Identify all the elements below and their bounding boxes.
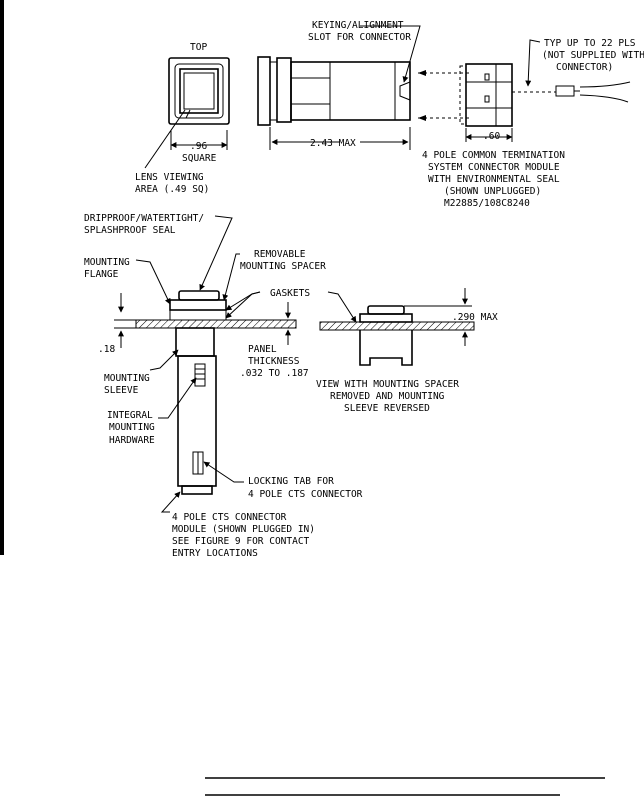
label-ctm-2: SYSTEM CONNECTOR MODULE — [428, 162, 560, 173]
label-removable-1: REMOVABLE — [254, 249, 306, 260]
label-typ-3: CONNECTOR) — [556, 62, 613, 73]
label-integral-2: MOUNTING — [109, 422, 155, 433]
label-ctm-5: M22885/108C8240 — [444, 198, 530, 209]
label-integral-1: INTEGRAL — [107, 410, 153, 421]
label-dim-243: 2.43 MAX — [310, 138, 356, 149]
label-cts-2: MODULE (SHOWN PLUGGED IN) — [172, 524, 315, 535]
label-sleeve-1: MOUNTING — [104, 373, 150, 384]
labels: TOP KEYING/ALIGNMENT SLOT FOR CONNECTOR … — [84, 20, 644, 559]
label-square: SQUARE — [182, 153, 217, 164]
label-gaskets: GASKETS — [270, 288, 310, 299]
label-dim-96: .96 — [190, 141, 207, 152]
label-mounting-1: MOUNTING — [84, 257, 130, 268]
label-top: TOP — [190, 42, 207, 53]
label-view-1: VIEW WITH MOUNTING SPACER — [316, 379, 459, 390]
label-cts-3: SEE FIGURE 9 FOR CONTACT — [172, 536, 310, 547]
margin-bar — [0, 0, 4, 555]
label-lens-1: LENS VIEWING — [135, 172, 204, 183]
label-ctm-1: 4 POLE COMMON TERMINATION — [422, 150, 565, 161]
label-ctm-4: (SHOWN UNPLUGGED) — [444, 186, 541, 197]
side-view — [257, 25, 421, 150]
label-integral-3: HARDWARE — [109, 435, 155, 446]
label-dim-60: .60 — [483, 131, 500, 142]
label-drip-1: DRIPPROOF/WATERTIGHT/ — [84, 213, 204, 224]
label-sleeve-2: SLEEVE — [104, 385, 139, 396]
reversed-view — [319, 288, 475, 366]
label-removable-2: MOUNTING SPACER — [240, 261, 326, 272]
label-view-2: REMOVED AND MOUNTING — [330, 391, 445, 402]
top-view — [144, 57, 230, 169]
label-view-3: SLEEVE REVERSED — [344, 403, 430, 414]
label-locking-2: 4 POLE CTS CONNECTOR — [248, 489, 363, 500]
label-panel-1: PANEL — [248, 344, 277, 355]
label-dim-290: .290 MAX — [452, 312, 498, 323]
label-dim-18: .18 — [98, 344, 115, 355]
label-typ-2: (NOT SUPPLIED WITH — [542, 50, 644, 61]
label-typ-1: TYP UP TO 22 PLS — [544, 38, 636, 49]
label-cts-4: ENTRY LOCATIONS — [172, 548, 258, 559]
label-panel-3: .032 TO .187 — [240, 368, 309, 379]
connector-module-view — [418, 39, 631, 142]
label-panel-2: THICKNESS — [248, 356, 300, 367]
label-ctm-3: WITH ENVIRONMENTAL SEAL — [428, 174, 560, 185]
mounted-assembly-view — [114, 215, 297, 513]
label-keying-1: KEYING/ALIGNMENT — [312, 20, 404, 31]
label-drip-2: SPLASHPROOF SEAL — [84, 225, 176, 236]
label-locking-1: LOCKING TAB FOR — [248, 476, 334, 487]
label-mounting-2: FLANGE — [84, 269, 119, 280]
label-lens-2: AREA (.49 SQ) — [135, 184, 209, 195]
label-cts-1: 4 POLE CTS CONNECTOR — [172, 512, 287, 523]
label-keying-2: SLOT FOR CONNECTOR — [308, 32, 411, 43]
